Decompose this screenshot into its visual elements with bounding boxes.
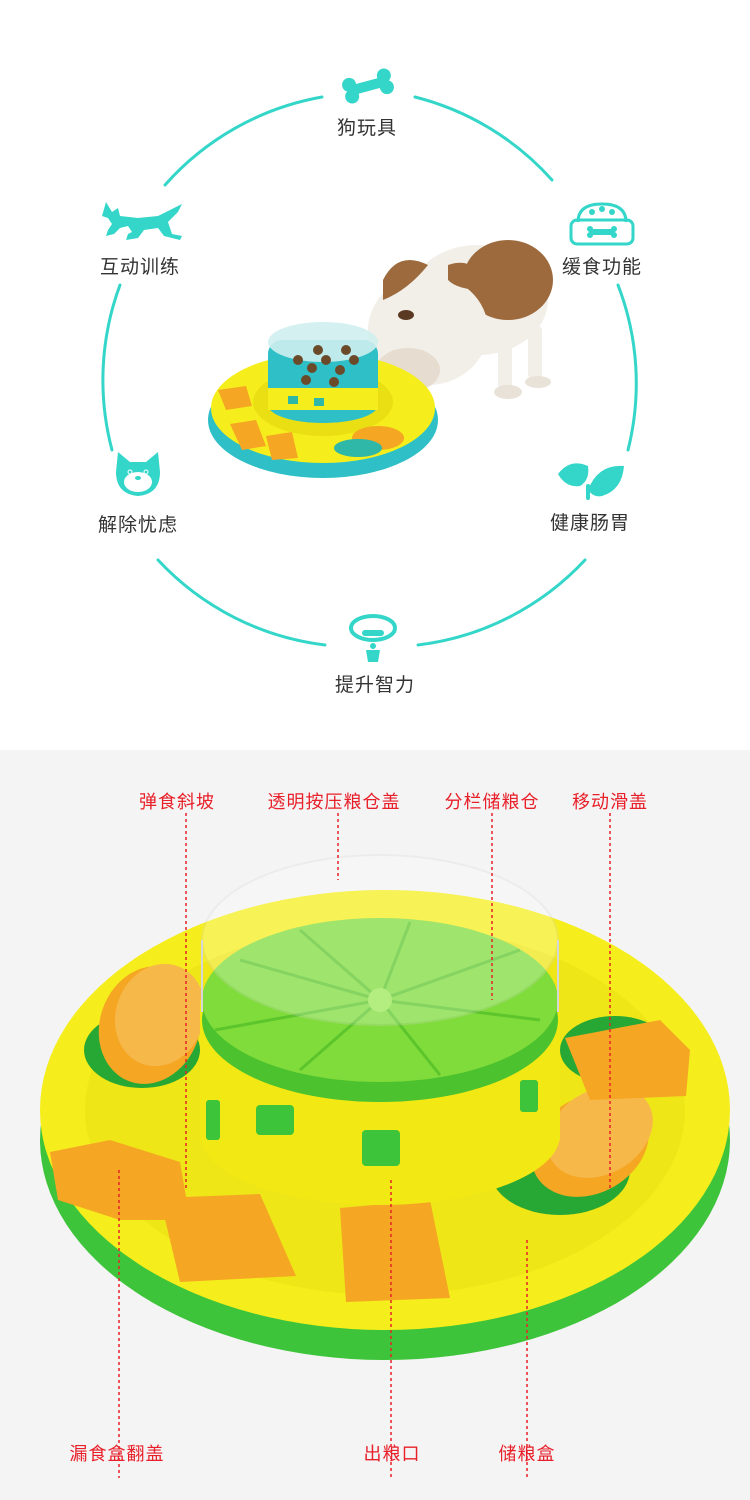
feature-label-iq: 提升智力	[334, 674, 416, 696]
features-section: 狗玩具 缓食功能 互动训练 解除忧虑	[97, 68, 643, 696]
feature-label-slow-feed: 缓食功能	[561, 256, 643, 278]
parts-section: 弹食斜坡 透明按压粮仓盖 分栏储粮仓 移动滑盖 漏食盒翻盖 出粮口 储粮盒	[0, 750, 750, 1500]
feature-label-stomach: 健康肠胃	[549, 512, 631, 534]
part-label-food-outlet: 出粮口	[363, 1444, 421, 1465]
part-label-transparent-lid: 透明按压粮仓盖	[267, 792, 401, 813]
dog-collar-icon	[349, 614, 397, 662]
leaf-icon	[558, 463, 624, 500]
feature-label-toy: 狗玩具	[336, 117, 398, 139]
bulldog-illustration	[208, 240, 553, 478]
part-label-storage-box: 储粮盒	[498, 1444, 556, 1465]
part-label-divided-hopper: 分栏储粮仓	[444, 792, 540, 813]
shiba-face-icon	[116, 452, 160, 496]
feature-ring	[101, 95, 638, 647]
part-label-bounce-ramp: 弹食斜坡	[139, 792, 215, 813]
part-label-slide-cover: 移动滑盖	[572, 792, 648, 813]
feature-label-anxiety: 解除忧虑	[97, 514, 179, 536]
bone-icon	[342, 68, 394, 104]
part-label-leak-box-flap: 漏食盒翻盖	[69, 1444, 165, 1465]
running-dog-icon	[102, 202, 182, 240]
feature-label-interactive: 互动训练	[99, 256, 181, 278]
food-bowl-icon	[569, 202, 635, 246]
puzzle-feeder-diagram	[40, 813, 730, 1478]
